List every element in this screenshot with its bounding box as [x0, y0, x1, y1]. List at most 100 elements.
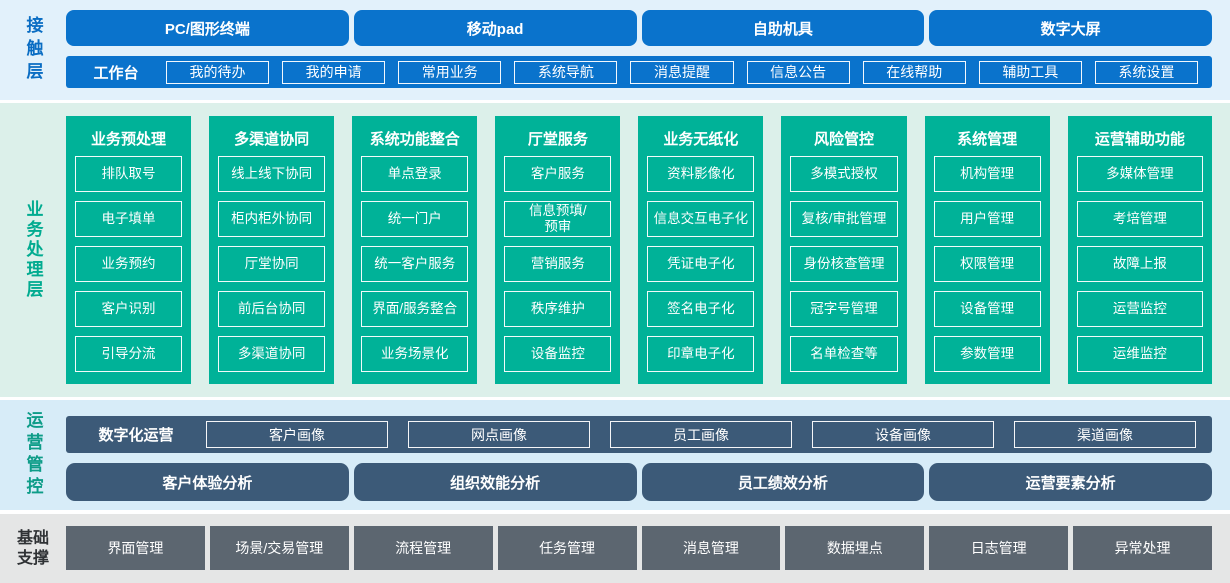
digital-ops-label: 数字化运营: [98, 427, 174, 444]
workbench-item-box: 在线帮助: [862, 60, 966, 84]
business-column-title: 系统管理: [957, 130, 1018, 148]
analysis-box: 组织效能分析: [353, 463, 637, 501]
business-item-box: 运维监控: [1076, 336, 1204, 372]
business-item-box: 统一门户: [361, 201, 469, 237]
workbench-item-box: 消息提醒: [630, 60, 734, 84]
business-item-box: 柜内柜外协同: [218, 201, 326, 237]
terminal-box: 移动pad: [353, 10, 637, 46]
analysis-box: 运营要素分析: [929, 463, 1212, 501]
workbench-item-box: 我的待办: [166, 60, 270, 84]
business-column-title: 业务预处理: [91, 130, 167, 148]
portrait-item-box: 网点画像: [408, 421, 590, 448]
terminal-row: PC/图形终端 移动pad 自助机具 数字大屏: [66, 10, 1212, 46]
business-item-box: 营销服务: [504, 246, 612, 282]
business-layer-content: 业务预处理 排队取号电子填单业务预约客户识别引导分流 多渠道协同 线上线下协同柜…: [66, 103, 1230, 397]
business-item-box: 秩序维护: [504, 291, 612, 327]
business-column-title: 多渠道协同: [234, 130, 310, 148]
business-column-ops-aux: 运营辅助功能 多媒体管理考培管理故障上报运营监控运维监控: [1067, 116, 1213, 384]
business-item-box: 凭证电子化: [647, 246, 755, 282]
business-item-box: 资料影像化: [647, 156, 755, 192]
foundation-box: 异常处理: [1073, 526, 1212, 570]
business-item-box: 设备管理: [933, 291, 1041, 327]
business-layer-band: 业务处理层 业务预处理 排队取号电子填单业务预约客户识别引导分流 多渠道协同 线…: [0, 103, 1230, 397]
operations-layer-gutter: 运营管控: [0, 400, 66, 510]
business-item-box: 身份核查管理: [790, 246, 898, 282]
business-item-box: 签名电子化: [647, 291, 755, 327]
digital-ops-bar: 数字化运营 客户画像 网点画像 员工画像 设备画像 渠道画像: [66, 416, 1212, 453]
business-item-box: 名单检查等: [790, 336, 898, 372]
workbench-item-box: 系统设置: [1094, 60, 1198, 84]
foundation-layer-gutter: 基础支撑: [0, 514, 66, 583]
business-column-title: 运营辅助功能: [1094, 130, 1185, 148]
terminal-box: 数字大屏: [929, 10, 1212, 46]
operations-layer-label: 运营管控: [23, 411, 43, 499]
business-columns: 业务预处理 排队取号电子填单业务预约客户识别引导分流 多渠道协同 线上线下协同柜…: [66, 116, 1213, 384]
business-column-items: 客户服务信息预填/ 预审营销服务秩序维护设备监控: [504, 156, 612, 372]
terminal-box: PC/图形终端: [66, 10, 349, 46]
business-item-box: 参数管理: [933, 336, 1041, 372]
business-item-box: 权限管理: [933, 246, 1041, 282]
business-column-integration: 系统功能整合 单点登录统一门户统一客户服务界面/服务整合业务场景化: [352, 116, 478, 384]
business-item-box: 复核/审批管理: [790, 201, 898, 237]
digital-ops-items: 客户画像 网点画像 员工画像 设备画像 渠道画像: [206, 421, 1196, 448]
business-column-lobby-service: 厅堂服务 客户服务信息预填/ 预审营销服务秩序维护设备监控: [495, 116, 621, 384]
foundation-box: 数据埋点: [785, 526, 925, 570]
terminal-box: 自助机具: [641, 10, 925, 46]
workbench-item-box: 信息公告: [746, 60, 850, 84]
business-item-box: 机构管理: [933, 156, 1041, 192]
business-column-title: 风险管控: [814, 130, 875, 148]
business-item-box: 客户服务: [504, 156, 612, 192]
analysis-box: 客户体验分析: [66, 463, 349, 501]
business-item-box: 运营监控: [1076, 291, 1204, 327]
foundation-box: 界面管理: [66, 526, 205, 570]
business-column-risk-control: 风险管控 多模式授权复核/审批管理身份核查管理冠字号管理名单检查等: [781, 116, 907, 384]
workbench-item-box: 系统导航: [514, 60, 618, 84]
business-item-box: 前后台协同: [218, 291, 326, 327]
business-item-box: 客户识别: [75, 291, 183, 327]
portrait-item-box: 渠道画像: [1014, 421, 1196, 448]
business-item-box: 信息交互电子化: [647, 201, 755, 237]
business-item-box: 印章电子化: [647, 336, 755, 372]
workbench-label: 工作台: [93, 64, 139, 82]
business-item-box: 用户管理: [933, 201, 1041, 237]
portrait-item-box: 客户画像: [206, 421, 388, 448]
business-column-title: 厅堂服务: [527, 130, 588, 148]
business-item-box: 多模式授权: [790, 156, 898, 192]
business-item-box: 业务预约: [75, 246, 183, 282]
business-column-items: 资料影像化信息交互电子化凭证电子化签名电子化印章电子化: [647, 156, 755, 372]
business-column-items: 线上线下协同柜内柜外协同厅堂协同前后台协同多渠道协同: [218, 156, 326, 372]
foundation-box: 日志管理: [929, 526, 1069, 570]
business-column-multichannel: 多渠道协同 线上线下协同柜内柜外协同厅堂协同前后台协同多渠道协同: [209, 116, 335, 384]
business-column-pretreatment: 业务预处理 排队取号电子填单业务预约客户识别引导分流: [66, 116, 192, 384]
business-item-box: 厅堂协同: [218, 246, 326, 282]
workbench-item-box: 我的申请: [282, 60, 386, 84]
business-column-items: 排队取号电子填单业务预约客户识别引导分流: [75, 156, 183, 372]
portrait-item-box: 设备画像: [812, 421, 994, 448]
workbench-items: 我的待办 我的申请 常用业务 系统导航 消息提醒 信息公告 在线帮助 辅助工具: [166, 60, 1198, 84]
business-layer-label: 业务处理层: [23, 200, 43, 300]
workbench-bar: 工作台 我的待办 我的申请 常用业务 系统导航 消息提醒 信息公告: [66, 56, 1212, 88]
analysis-row: 客户体验分析 组织效能分析 员工绩效分析 运营要素分析: [66, 463, 1212, 501]
foundation-layer-band: 基础支撑 界面管理 场景/交易管理 流程管理 任务管理 消息管理 数据埋点 日志…: [0, 514, 1230, 583]
business-item-box: 业务场景化: [361, 336, 469, 372]
business-column-items: 单点登录统一门户统一客户服务界面/服务整合业务场景化: [361, 156, 469, 372]
business-item-box: 多渠道协同: [218, 336, 326, 372]
business-item-box: 设备监控: [504, 336, 612, 372]
business-item-box: 冠字号管理: [790, 291, 898, 327]
foundation-box: 消息管理: [641, 526, 781, 570]
contact-layer-gutter: 接触层: [0, 0, 66, 100]
business-column-items: 机构管理用户管理权限管理设备管理参数管理: [933, 156, 1041, 372]
business-item-box: 电子填单: [75, 201, 183, 237]
business-column-title: 业务无纸化: [663, 130, 739, 148]
business-item-box: 信息预填/ 预审: [504, 201, 612, 237]
business-item-box: 线上线下协同: [218, 156, 326, 192]
contact-layer-content: PC/图形终端 移动pad 自助机具 数字大屏 工作台 我的待办 我的申请: [66, 0, 1230, 100]
foundation-layer-content: 界面管理 场景/交易管理 流程管理 任务管理 消息管理 数据埋点 日志管理 异常…: [66, 514, 1230, 583]
business-item-box: 统一客户服务: [361, 246, 469, 282]
portrait-item-box: 员工画像: [610, 421, 792, 448]
operations-layer-band: 运营管控 数字化运营 客户画像 网点画像 员工画像 设备画像 渠道画像: [0, 400, 1230, 510]
foundation-box: 任务管理: [497, 526, 637, 570]
foundation-row: 界面管理 场景/交易管理 流程管理 任务管理 消息管理 数据埋点 日志管理 异常…: [66, 526, 1212, 570]
business-column-paperless: 业务无纸化 资料影像化信息交互电子化凭证电子化签名电子化印章电子化: [638, 116, 764, 384]
